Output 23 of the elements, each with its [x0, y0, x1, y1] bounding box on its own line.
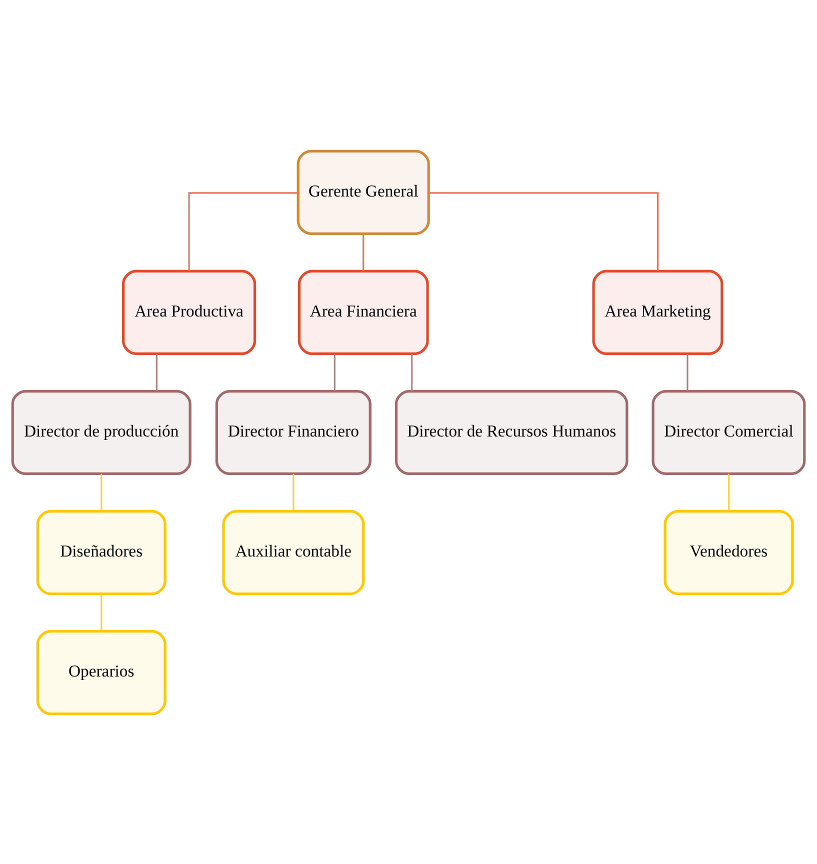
- connector: [292, 473, 294, 511]
- connector: [100, 593, 102, 631]
- connector: [428, 192, 658, 270]
- node-box: Gerente General: [296, 149, 430, 234]
- connector: [411, 353, 413, 391]
- connector: [188, 192, 298, 270]
- node-box: Vendedores: [664, 510, 794, 595]
- connector: [728, 473, 730, 511]
- connector: [100, 473, 102, 511]
- node-box: Area Financiera: [298, 269, 429, 354]
- node-box: Area Productiva: [122, 269, 256, 354]
- node-box: Auxiliar contable: [222, 510, 365, 595]
- node-box: Operarios: [36, 630, 166, 715]
- node-box: Director Financiero: [215, 389, 372, 475]
- connector: [686, 353, 688, 391]
- node-box: Director de producción: [11, 389, 192, 475]
- node-box: Director Comercial: [652, 389, 806, 475]
- connector: [334, 353, 336, 391]
- node-box: Area Marketing: [592, 269, 724, 354]
- connector: [362, 233, 364, 271]
- connector: [156, 353, 158, 391]
- node-box: Diseñadores: [36, 510, 166, 595]
- node-box: Director de Recursos Humanos: [394, 389, 628, 475]
